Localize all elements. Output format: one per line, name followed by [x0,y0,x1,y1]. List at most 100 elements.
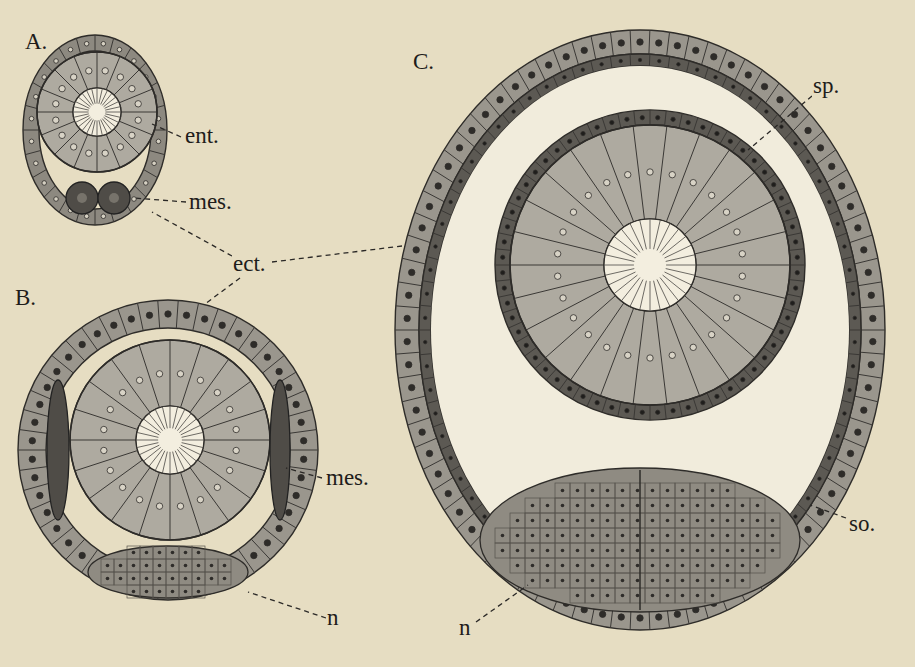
cell-nucleus [184,577,188,581]
cell-wall [573,386,581,399]
cell-wall [205,559,218,572]
lumen-fibre [105,107,120,110]
gut-lumen [73,88,121,136]
cell-nucleus [136,377,142,383]
midline [639,470,641,610]
cell-nucleus [70,144,76,150]
cell-nucleus [426,450,432,456]
cell-nucleus [711,594,715,598]
lumen-fibre [173,452,178,474]
cell-wall [143,170,157,178]
cell-wall [153,585,166,598]
cell-wall [650,405,651,420]
cell-nucleus [183,312,189,318]
cell-wall [441,445,452,450]
cell-wall [587,393,593,407]
cell-nucleus [666,504,670,508]
cell-wall [192,585,205,598]
cell-nucleus [606,519,610,523]
cell-wall [441,210,452,215]
cell-wall [127,585,140,598]
cell-nucleus [794,515,797,518]
cell-wall [555,513,570,528]
cell-wall [585,573,600,588]
cell-nucleus [223,564,227,568]
ectoderm [395,30,885,630]
cell-nucleus [555,148,559,152]
cell-nucleus [818,180,821,183]
cell-nucleus [726,534,730,538]
cell-wall [630,498,645,513]
cell-nucleus [197,590,201,594]
cell-nucleus [79,341,85,347]
cell-nucleus [184,551,188,555]
cell-wall [555,543,570,558]
cell-wall [675,543,690,558]
cell-wall [705,543,720,558]
cell-wall [119,121,152,135]
leader-line [476,585,528,622]
cell-wall [496,249,511,251]
cell-nucleus [404,338,410,344]
cell-nucleus [696,534,700,538]
cell-nucleus [610,120,614,124]
cell-wall [755,100,762,110]
cell-nucleus [264,540,270,546]
cell-nucleus [606,489,610,493]
cell-wall [797,148,806,156]
part-label: mes. [188,190,233,213]
cell-wall [765,543,780,558]
cell-nucleus [107,467,113,473]
cell-nucleus [836,434,839,437]
cell-nucleus [409,384,415,390]
lumen-fibre [621,278,640,301]
cell-wall [396,352,420,354]
cell-nucleus [772,343,776,347]
cell-nucleus [561,504,565,508]
mesoderm-band [47,380,69,520]
cell-wall [827,478,847,491]
cell-nucleus [585,331,591,337]
lumen-fibre [102,119,112,131]
cell-wall [705,513,720,528]
cell-wall [111,468,150,521]
cell-wall [667,32,670,56]
cell-nucleus [762,356,766,360]
cell-nucleus [818,477,821,480]
cell-wall [675,573,690,588]
cell-wall [860,352,884,354]
cell-wall [570,303,623,380]
cell-wall [645,483,660,498]
cell-nucleus [117,144,123,150]
cell-nucleus [726,519,730,523]
cell-wall [396,306,420,308]
cell-wall [843,438,865,447]
cell-wall [139,345,159,408]
mesoderm-cell [66,182,98,214]
cell-wall [846,377,858,379]
cell-nucleus [405,362,411,368]
cell-nucleus [501,534,505,538]
cell-wall [735,513,750,528]
lumen-fibre [182,440,204,441]
cell-wall [828,445,839,450]
cell-nucleus [696,549,700,553]
cell-nucleus [34,94,39,99]
cell-wall [665,404,667,419]
cell-wall [450,188,460,194]
cell-wall [790,265,805,266]
cell-wall [861,330,885,331]
cell-nucleus [516,534,520,538]
cell-wall [585,483,600,498]
cell-wall [518,100,525,110]
leader-line [286,468,322,478]
cell-nucleus [286,384,292,390]
cell-wall [419,330,431,331]
cell-wall [427,257,439,260]
cell-wall [510,558,525,573]
cell-nucleus [171,564,175,568]
cell-wall [553,49,562,71]
cell-nucleus [501,549,505,553]
cell-wall [97,52,98,88]
cell-nucleus [681,549,685,553]
